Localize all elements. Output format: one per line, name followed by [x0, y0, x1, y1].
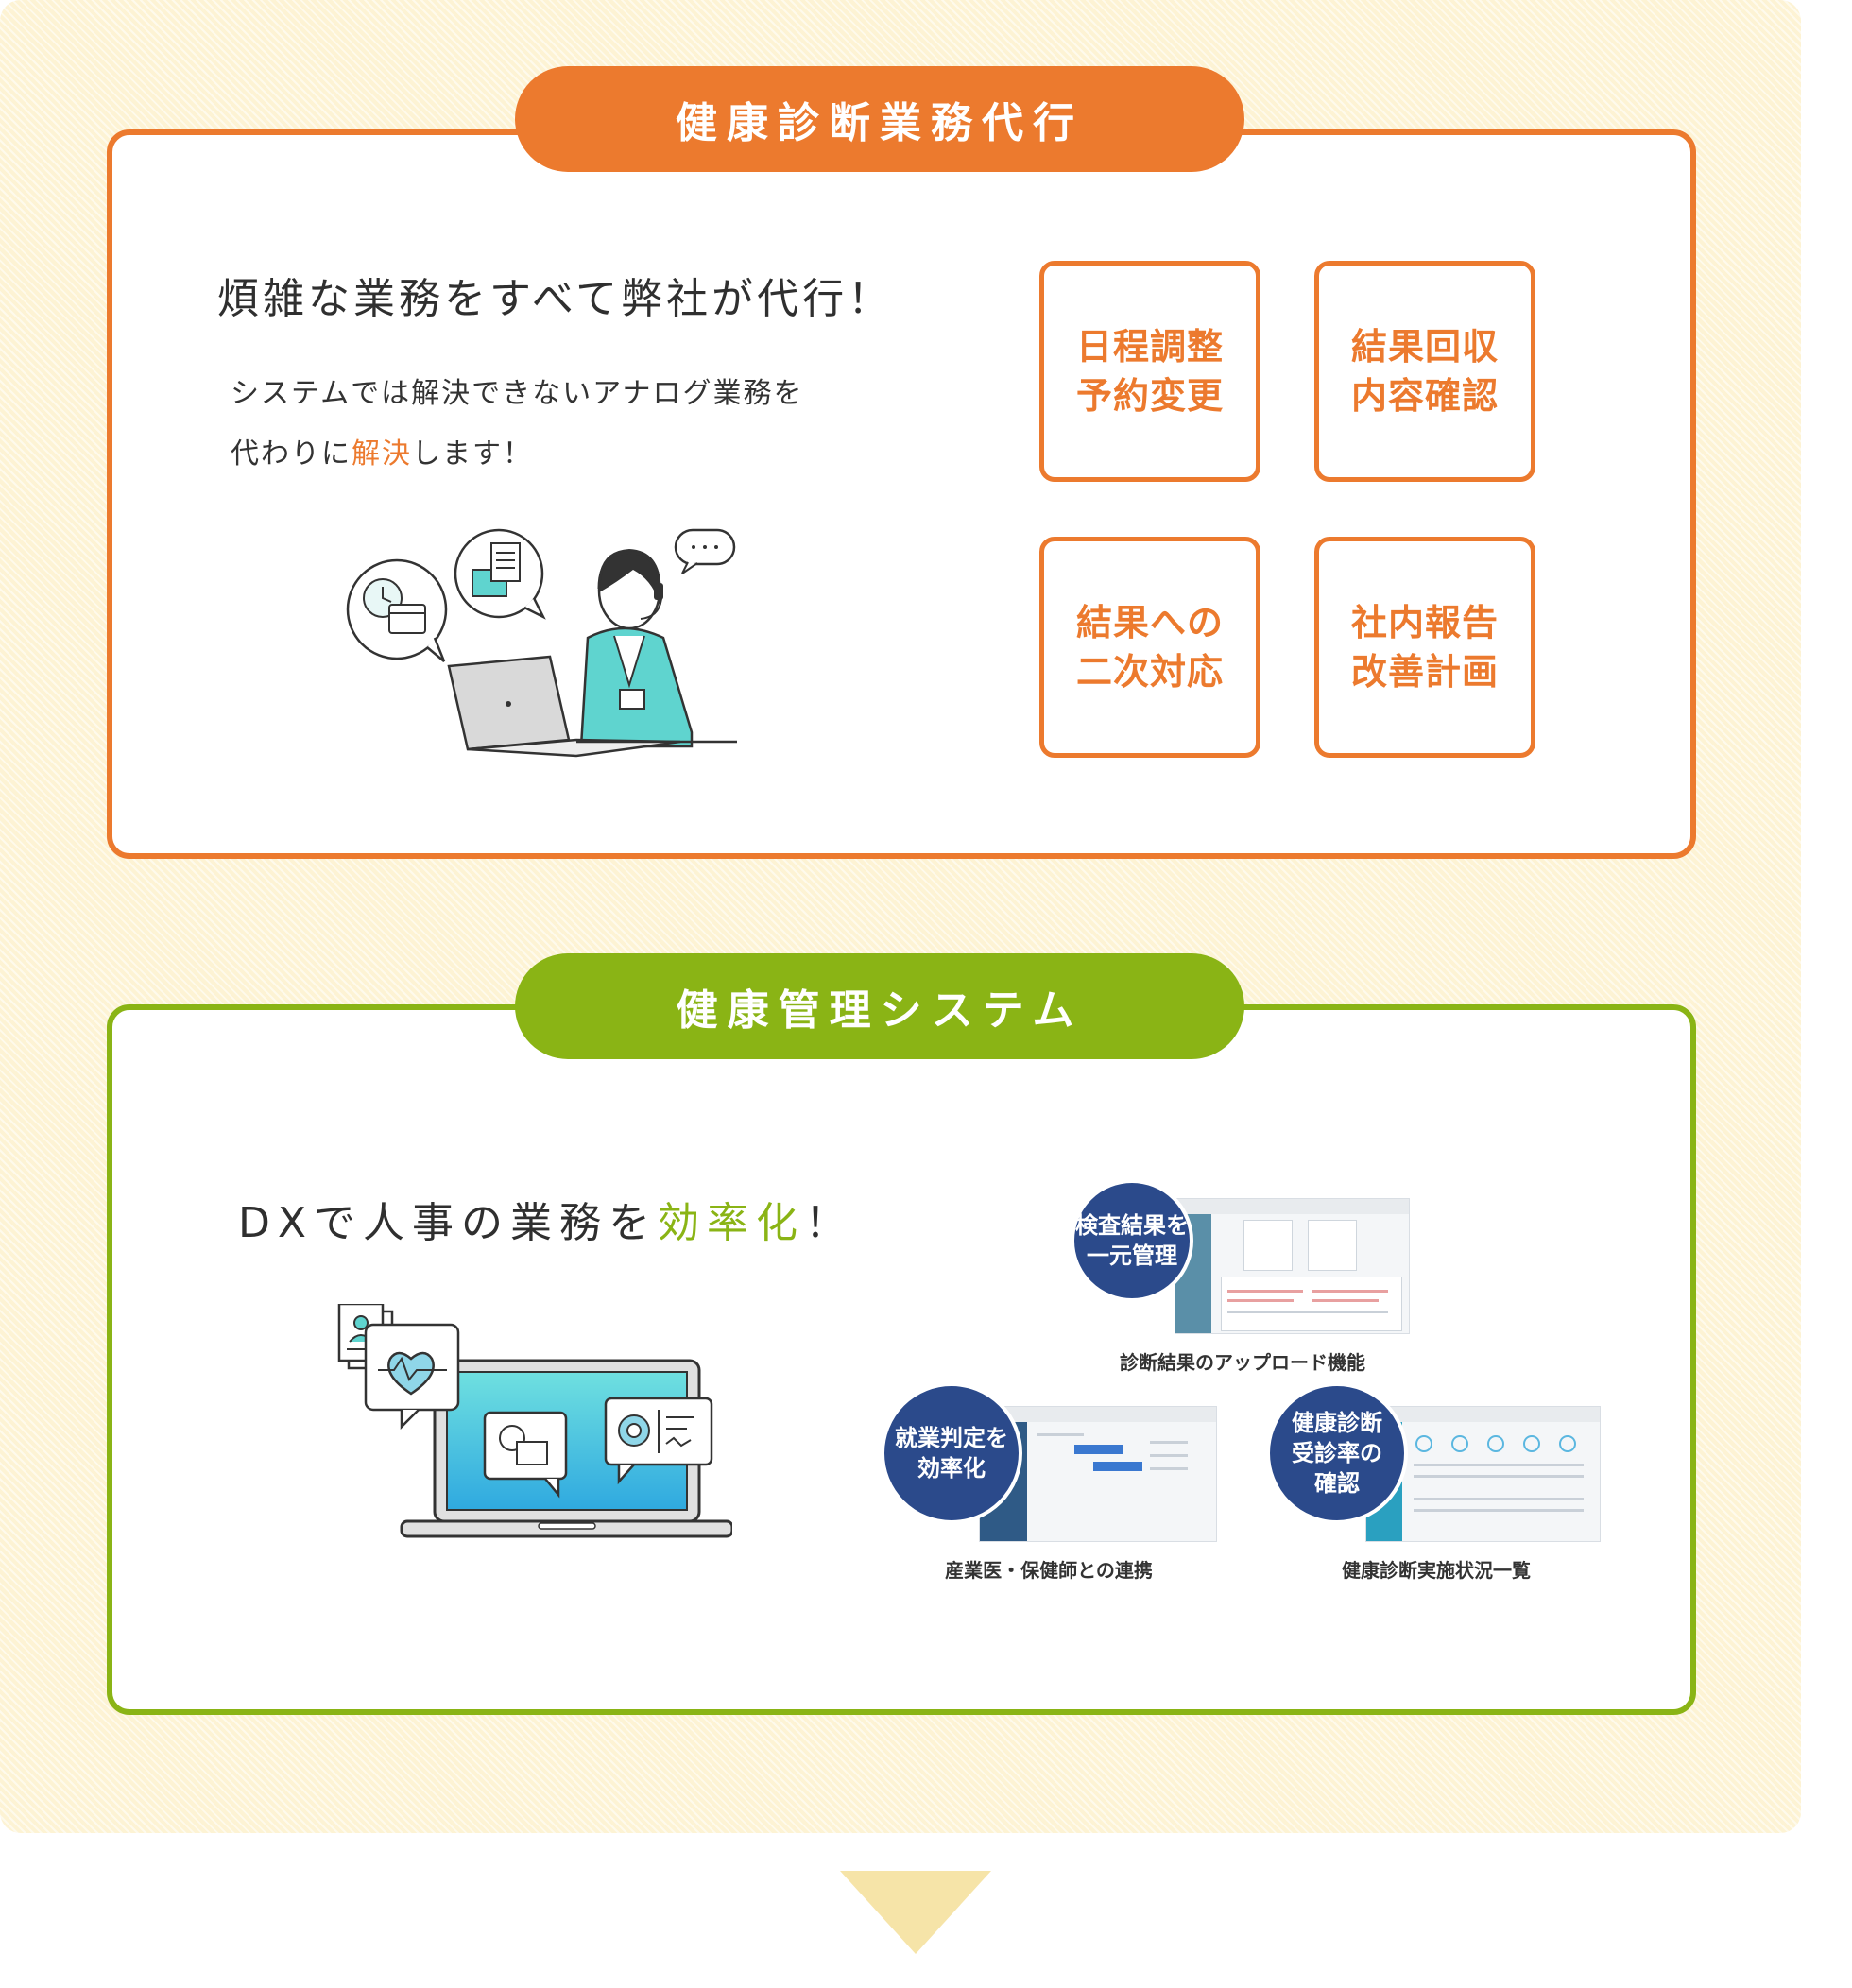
speech-bubble-icon	[674, 528, 736, 574]
badge-line2: 効率化	[917, 1455, 986, 1482]
agency-body-accent: 解決	[352, 437, 412, 471]
calendar-bubble-icon	[483, 1411, 568, 1499]
agency-body-post: します！	[412, 437, 533, 471]
badge-line1: 就業判定を	[895, 1425, 1008, 1451]
heart-bubble-icon	[364, 1323, 460, 1431]
agency-body-line2: 代わりに解決します！	[231, 424, 804, 485]
agency-headline: 煩雑な業務をすべて弊社が代行！	[217, 275, 894, 323]
task-box-schedule: 日程調整 予約変更	[1039, 261, 1260, 482]
system-section-title: 健康管理システム	[515, 953, 1244, 1059]
feature-badge-results: 検査結果を 一元管理	[1071, 1179, 1193, 1302]
badge-line1: 検査結果を	[1075, 1212, 1189, 1239]
agency-body-pre: 代わりに	[231, 437, 352, 471]
feature-badge-judgement: 就業判定を 効率化	[881, 1382, 1022, 1524]
task-box-line2: 二次対応	[1075, 651, 1224, 693]
system-card	[107, 1004, 1696, 1715]
badge-line2: 一元管理	[1087, 1242, 1177, 1269]
document-bubble-icon	[454, 528, 546, 620]
system-headline-post: ！	[805, 1199, 855, 1247]
status-screenshot	[1365, 1406, 1601, 1542]
task-box-line2: 予約変更	[1075, 375, 1224, 417]
upload-screenshot	[1175, 1198, 1410, 1334]
task-box-followup: 結果への 二次対応	[1039, 537, 1260, 758]
badge-line3: 確認	[1314, 1470, 1360, 1497]
task-box-line2: 内容確認	[1350, 375, 1499, 417]
task-box-line1: 結果回収	[1350, 326, 1499, 368]
task-box-line1: 日程調整	[1075, 326, 1224, 368]
task-box-report: 社内報告 改善計画	[1314, 537, 1535, 758]
system-headline-accent: 効率化	[658, 1199, 806, 1247]
feature-caption-status: 健康診断実施状況一覧	[1342, 1559, 1531, 1582]
calendar-clock-bubble-icon	[346, 558, 448, 662]
task-box-line1: 結果への	[1075, 602, 1224, 643]
feature-badge-rate: 健康診断 受診率の 確認	[1266, 1382, 1408, 1524]
badge-line2: 受診率の	[1292, 1440, 1382, 1466]
laptop-health-illustration	[337, 1304, 732, 1538]
chart-bubble-icon	[604, 1397, 713, 1485]
down-arrow-icon	[840, 1871, 991, 1954]
badge-line1: 健康診断	[1292, 1410, 1382, 1436]
operator-illustration	[346, 528, 737, 758]
agency-body-line1: システムでは解決できないアナログ業務を	[231, 377, 804, 410]
system-headline-pre: DXで人事の業務を	[238, 1199, 659, 1247]
feature-caption-upload: 診断結果のアップロード機能	[1120, 1351, 1365, 1374]
laptop-icon	[447, 655, 737, 758]
agency-body: システムでは解決できないアナログ業務を 代わりに解決します！	[231, 364, 804, 485]
feature-caption-collaboration: 産業医・保健師との連携	[945, 1559, 1153, 1582]
task-box-results: 結果回収 内容確認	[1314, 261, 1535, 482]
task-box-line1: 社内報告	[1350, 602, 1499, 643]
operator-person-icon	[579, 549, 694, 748]
task-box-line2: 改善計画	[1350, 651, 1499, 693]
system-headline: DXで人事の業務を効率化！	[238, 1189, 854, 1249]
agency-section-title: 健康診断業務代行	[515, 66, 1244, 172]
